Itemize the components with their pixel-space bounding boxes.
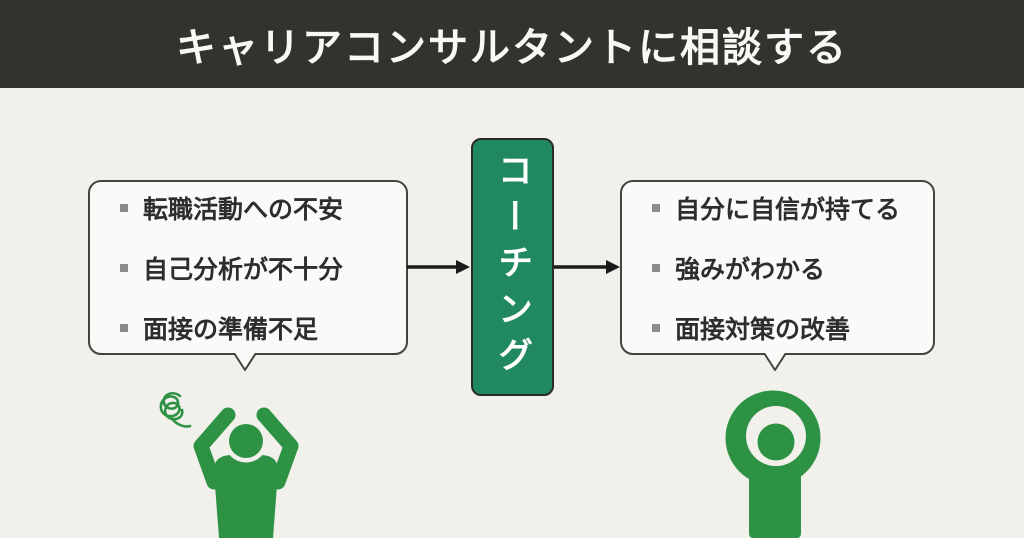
- speech-bubble-tail: [233, 353, 257, 371]
- list-item: 面接の準備不足: [120, 310, 396, 346]
- header-bar: キャリアコンサルタントに相談する: [0, 0, 1024, 88]
- problem-item-label: 面接の準備不足: [143, 315, 319, 344]
- worried-person-icon: [159, 392, 299, 538]
- coaching-label: コーチング: [493, 151, 532, 383]
- coaching-box: コーチング: [471, 138, 554, 396]
- square-bullet-icon: [120, 203, 128, 212]
- speech-bubble-tail: [763, 353, 787, 371]
- square-bullet-icon: [120, 263, 128, 272]
- square-bullet-icon: [652, 263, 660, 272]
- list-item: 強みがわかる: [652, 250, 923, 286]
- list-item: 面接対策の改善: [652, 310, 923, 346]
- arrow-right-icon: [554, 260, 620, 274]
- square-bullet-icon: [652, 323, 660, 332]
- ok-pose-person-icon: [725, 390, 821, 538]
- list-item: 自己分析が不十分: [120, 250, 396, 286]
- benefit-item-label: 自分に自信が持てる: [675, 195, 901, 224]
- benefit-item-label: 面接対策の改善: [675, 315, 851, 344]
- arrow-right-icon: [407, 260, 470, 274]
- benefit-item-label: 強みがわかる: [675, 255, 826, 284]
- page-title: キャリアコンサルタントに相談する: [176, 26, 848, 70]
- square-bullet-icon: [652, 203, 660, 212]
- list-item: 転職活動への不安: [120, 190, 396, 226]
- problem-speech-bubble: 転職活動への不安 自己分析が不十分 面接の準備不足: [88, 180, 408, 355]
- problem-item-label: 自己分析が不十分: [143, 255, 344, 284]
- list-item: 自分に自信が持てる: [652, 190, 923, 226]
- benefit-speech-bubble: 自分に自信が持てる 強みがわかる 面接対策の改善: [620, 180, 935, 355]
- square-bullet-icon: [120, 323, 128, 332]
- problem-item-label: 転職活動への不安: [143, 195, 344, 224]
- confusion-scribble-icon: [159, 392, 192, 428]
